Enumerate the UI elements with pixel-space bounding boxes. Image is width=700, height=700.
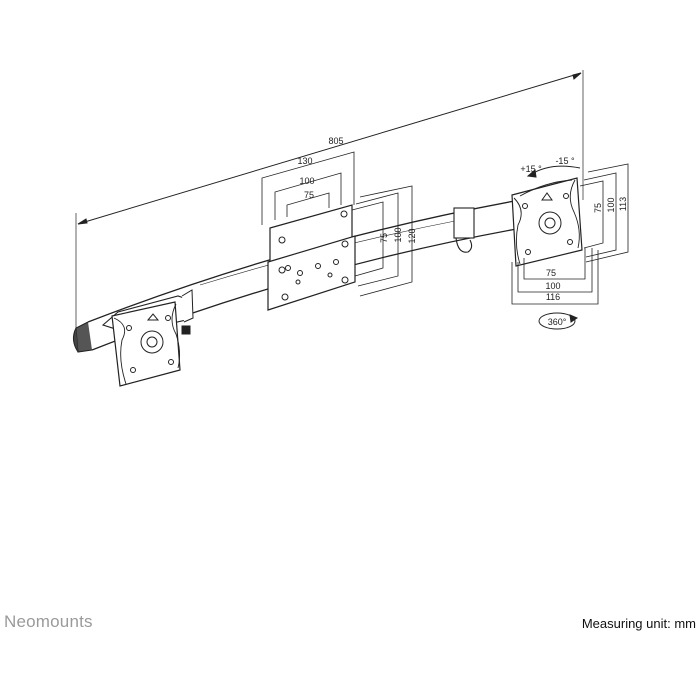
right-height-75-label: 75: [593, 203, 603, 213]
center-width-100-label: 100: [299, 176, 314, 186]
right-vesa-plate: [511, 177, 583, 267]
right-height-113-label: 113: [618, 197, 628, 211]
left-vesa-plate: [101, 289, 194, 387]
measuring-unit-note: Measuring unit: mm: [581, 616, 696, 631]
center-height-100-label: 100: [393, 227, 403, 242]
right-width-75-label: 75: [546, 268, 556, 278]
cable-hook: [453, 207, 475, 253]
right-height-dimensions: [579, 163, 629, 263]
overall-width-dimension: [75, 70, 584, 335]
right-width-116-label: 116: [546, 292, 560, 302]
tilt-up-label: +15 °: [520, 164, 542, 174]
right-width-dimensions: [511, 248, 599, 305]
tilt-arrow: [526, 165, 581, 178]
center-height-75-label: 75: [379, 233, 389, 243]
center-height-120-label: 120: [407, 228, 417, 243]
center-width-dimensions: [261, 151, 355, 225]
center-height-dimensions: [351, 185, 413, 297]
rotation-arrow: [538, 312, 579, 330]
right-width-100-label: 100: [545, 281, 560, 291]
center-bracket-plate: [267, 204, 356, 311]
brand-logo-text: Neomounts: [4, 612, 93, 631]
overall-width-label: 805: [328, 136, 343, 146]
tilt-down-label: -15 °: [555, 156, 575, 166]
right-height-100-label: 100: [606, 197, 616, 212]
rotation-label: 360°: [548, 317, 567, 327]
center-width-75-label: 75: [304, 190, 314, 200]
center-width-130-label: 130: [297, 156, 312, 166]
